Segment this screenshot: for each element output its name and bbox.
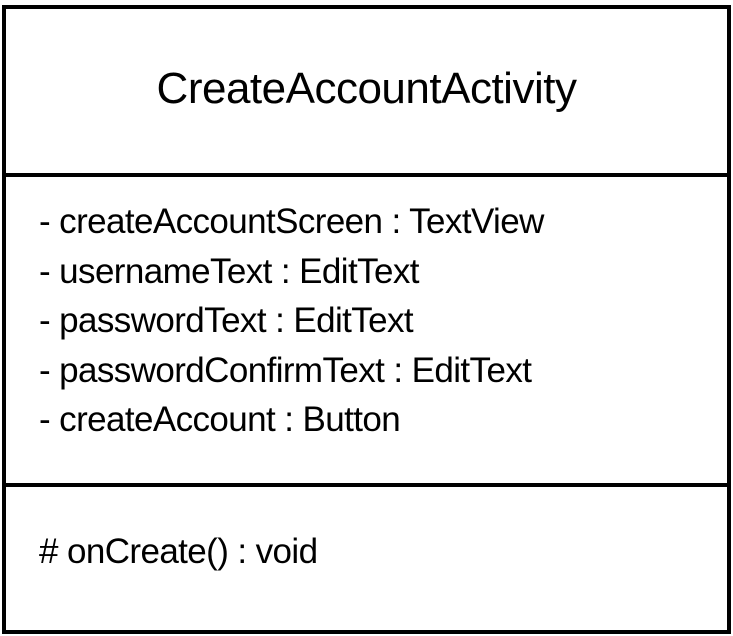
attribute-password-text: - passwordText : EditText	[39, 301, 414, 340]
class-name: CreateAccountActivity	[156, 64, 577, 113]
class-name-compartment: CreateAccountActivity	[6, 9, 727, 177]
operations-compartment: # onCreate() : void	[6, 487, 727, 630]
attribute-create-account: - createAccount : Button	[39, 400, 401, 439]
attribute-password-confirm-text: - passwordConfirmText : EditText	[39, 350, 532, 390]
attribute-create-account-screen: - createAccountScreen : TextView	[39, 202, 544, 241]
attribute-username-text: - usernameText : EditText	[39, 251, 419, 291]
operation-on-create: # onCreate() : void	[39, 532, 318, 571]
uml-class-box: CreateAccountActivity - createAccountScr…	[2, 5, 731, 634]
attributes-compartment: - createAccountScreen : TextView - usern…	[6, 177, 727, 487]
